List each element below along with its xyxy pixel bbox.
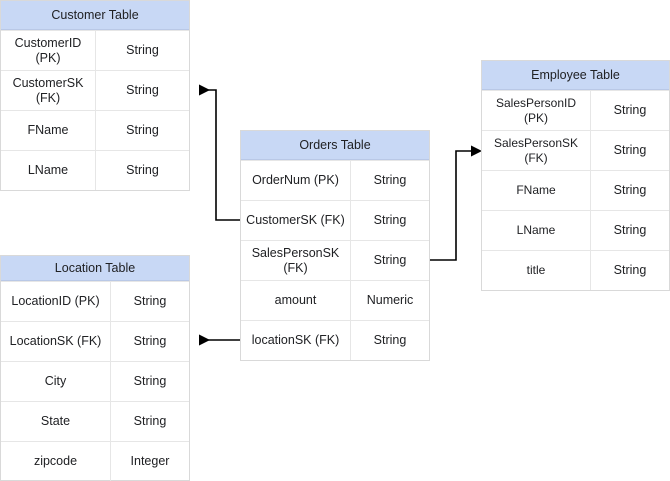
column-name: SalesPersonID (PK) [482, 91, 591, 130]
column-name: FName [482, 171, 591, 210]
column-type: String [133, 414, 167, 428]
table-location-title: Location Table [1, 256, 189, 281]
table-employee[interactable]: Employee Table SalesPersonID (PK) String… [481, 60, 670, 291]
column-type: String [613, 183, 647, 197]
connector-orders-employee [430, 145, 483, 261]
column-name: title [482, 251, 591, 290]
column-name: State [1, 402, 111, 441]
column-name: amount [241, 281, 351, 320]
column-name: FName [1, 111, 96, 150]
column-type: String [613, 263, 647, 277]
table-row[interactable]: State String [1, 401, 189, 441]
column-name: locationSK (FK) [241, 321, 351, 360]
table-employee-title: Employee Table [482, 61, 669, 90]
column-name: CustomerSK (FK) [1, 71, 96, 110]
column-type: String [126, 163, 159, 177]
table-row[interactable]: amount Numeric [241, 280, 429, 320]
column-name: LName [482, 211, 591, 250]
table-row[interactable]: LocationID (PK) String [1, 281, 189, 321]
column-name: CustomerSK (FK) [241, 201, 351, 240]
table-row[interactable]: title String [482, 250, 669, 290]
column-type: String [373, 213, 407, 227]
column-name: SalesPersonSK (FK) [241, 241, 351, 280]
table-row[interactable]: CustomerSK (FK) String [1, 70, 189, 110]
table-row[interactable]: City String [1, 361, 189, 401]
column-type: String [126, 123, 159, 137]
table-row[interactable]: CustomerSK (FK) String [241, 200, 429, 240]
table-row[interactable]: SalesPersonSK (FK) String [241, 240, 429, 280]
table-customer-title: Customer Table [1, 1, 189, 30]
column-type: String [133, 294, 167, 308]
column-name: City [1, 362, 111, 401]
column-type: String [126, 83, 159, 97]
table-row[interactable]: OrderNum (PK) String [241, 160, 429, 200]
table-row[interactable]: LName String [1, 150, 189, 190]
table-customer[interactable]: Customer Table CustomerID (PK) String Cu… [0, 0, 190, 191]
column-type: String [613, 223, 647, 237]
table-row[interactable]: LName String [482, 210, 669, 250]
table-row[interactable]: locationSK (FK) String [241, 320, 429, 360]
table-row[interactable]: LocationSK (FK) String [1, 321, 189, 361]
table-row[interactable]: FName String [482, 170, 669, 210]
table-row[interactable]: SalesPersonID (PK) String [482, 90, 669, 130]
column-name: LocationID (PK) [1, 282, 111, 321]
column-type: String [133, 334, 167, 348]
column-name: SalesPersonSK (FK) [482, 131, 591, 170]
table-row[interactable]: CustomerID (PK) String [1, 30, 189, 70]
column-type: String [613, 143, 647, 157]
table-row[interactable]: zipcode Integer [1, 441, 189, 481]
column-name: LName [1, 151, 96, 190]
column-type: String [613, 103, 647, 117]
table-row[interactable]: SalesPersonSK (FK) String [482, 130, 669, 170]
connector-orders-customer [198, 84, 240, 221]
column-name: CustomerID (PK) [1, 31, 96, 70]
table-location[interactable]: Location Table LocationID (PK) String Lo… [0, 255, 190, 481]
table-orders-title: Orders Table [241, 131, 429, 160]
column-type: String [133, 374, 167, 388]
column-type: String [126, 43, 159, 57]
column-type: String [373, 173, 407, 187]
column-name: OrderNum (PK) [241, 161, 351, 200]
column-name: LocationSK (FK) [1, 322, 111, 361]
column-type: Numeric [366, 293, 414, 307]
table-orders[interactable]: Orders Table OrderNum (PK) String Custom… [240, 130, 430, 361]
column-name: zipcode [1, 442, 111, 481]
column-type: String [373, 333, 407, 347]
table-row[interactable]: FName String [1, 110, 189, 150]
column-type: Integer [130, 454, 170, 468]
column-type: String [373, 253, 407, 267]
